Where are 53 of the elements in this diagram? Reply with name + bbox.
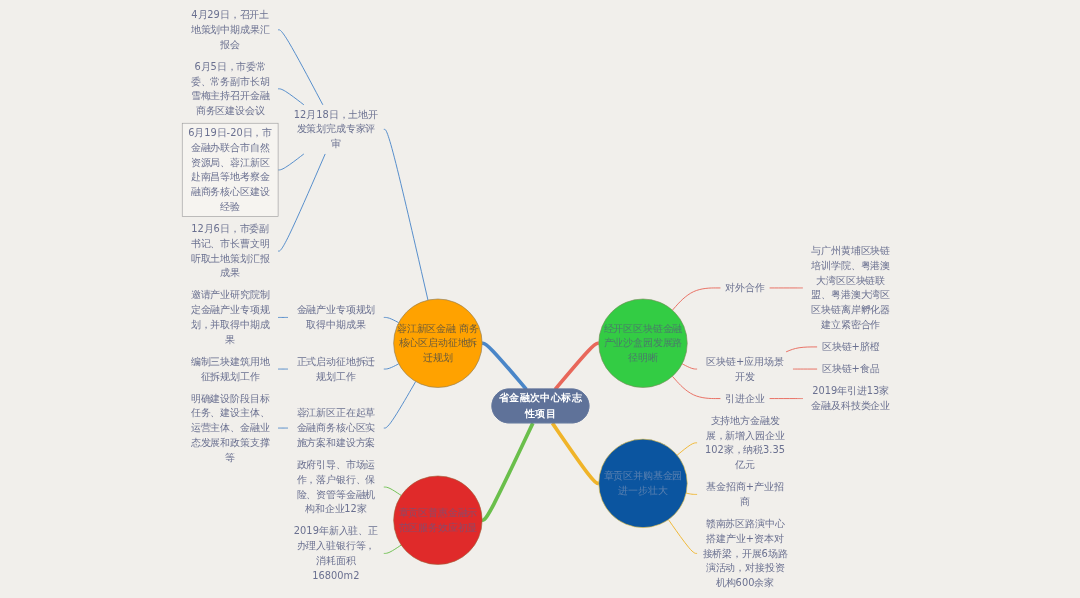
node-text: 明确建设阶段目标任务、建设主体、运营主体、金融业态发展和政策支撑等 — [190, 392, 270, 464]
node-text: 支持地方金融发展，新增入园企业102家，纳税3.35亿元 — [704, 414, 785, 471]
node-circle: 章贡区普惠金融示范区服务效应初显 — [392, 475, 482, 565]
node-text: 区块链+应用场景开发 — [706, 355, 784, 382]
node-text: 政府引导、市场运作，落户银行、保险、资管等金融机构和企业12家 — [296, 458, 375, 515]
connector — [785, 346, 818, 353]
connector — [382, 317, 399, 324]
node-text: 与广州黄埔区块链培训学院、粤港澳大湾区区块链联盟、粤港澳大湾区区块链离岸孵化器建立紧密合作 — [810, 244, 890, 331]
node-text: 区块链+脐橙 — [821, 340, 879, 353]
node-text: 正式启动征地拆迁规划工作 — [296, 355, 375, 382]
node-text: 赣南苏区路演中心搭建产业+资本对接桥梁，开展6场路演活动，对接投资机构600余家 — [702, 517, 788, 589]
connector — [277, 368, 288, 370]
connector — [550, 422, 600, 486]
node-text: 2019年新入驻、正办理入驻银行等，消耗面积16800m2 — [293, 525, 378, 582]
node-text: 邀请产业研究院制定金融产业专项规划，并取得中期成果 — [190, 289, 270, 346]
connector — [480, 341, 528, 391]
node-text: 引进企业 — [724, 392, 765, 405]
node-text: 基金招商+产业招商 — [706, 480, 784, 508]
node-text: 2019年引进13家金融及科技类企业 — [810, 385, 890, 412]
connector — [382, 544, 402, 554]
connector — [480, 422, 535, 523]
node-text: 对外合作 — [724, 281, 765, 294]
node-text: 12月18日，土地开发策划完成专家评审 — [293, 108, 378, 150]
connector — [382, 486, 402, 496]
node-text: 蓉江新区正在起草金融商务核心区实施方案和建设方案 — [296, 407, 375, 449]
connector — [277, 29, 323, 106]
connector — [277, 317, 288, 318]
connector — [671, 375, 721, 399]
connector — [792, 368, 818, 370]
connector — [681, 363, 698, 370]
connector — [768, 398, 803, 399]
connector — [685, 492, 698, 495]
connector — [382, 363, 399, 370]
node-text: 4月29日，召开土地策划中期成果汇报会 — [190, 8, 270, 51]
connector — [676, 442, 698, 456]
connector — [277, 153, 304, 171]
node-text: 区块链+食品 — [821, 362, 879, 375]
node-text: 编制三块建筑用地征拆规划工作 — [190, 355, 270, 382]
connector — [768, 287, 803, 289]
node-circle: 经开区区块链金融产业沙盒园发展路径明晰 — [598, 298, 688, 388]
connector — [277, 88, 304, 106]
node-circle: 蓉江新区金融 商务核心区启动征地拆迁规划 — [392, 298, 482, 388]
connector — [382, 381, 416, 429]
connector — [671, 287, 721, 311]
connector — [553, 341, 600, 391]
node-text: 6月5日，市委常委、常务副市长胡雪梅主持召开金融商务区建设会议 — [190, 60, 270, 117]
connector — [277, 153, 326, 252]
connector — [382, 128, 428, 301]
node-text: 12月6日，市委副书记、市长曹文明听取土地策划汇报成果 — [190, 222, 270, 279]
node-text: 金融产业专项规划取得中期成果 — [296, 303, 375, 331]
connector — [277, 427, 288, 429]
connector — [667, 519, 698, 554]
node-box: 6月19日-20日，市金融办联合市自然资源局、蓉江新区赴南昌等地考察金融商务核心区建设经验 — [181, 122, 278, 217]
